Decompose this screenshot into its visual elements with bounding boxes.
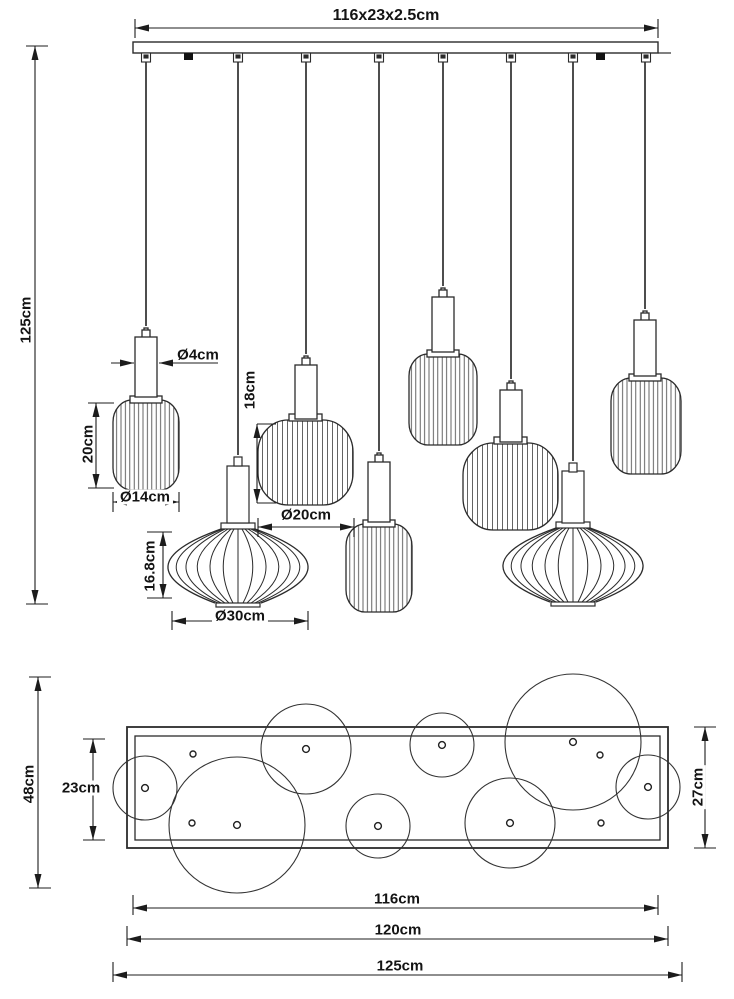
plan-shade-circles (112, 673, 681, 894)
label-shade-medium-diameter: Ø20cm (280, 506, 332, 524)
plan-cord-points (140, 737, 653, 831)
label-plan-inner-width: 116cm (374, 890, 420, 908)
label-plan-overall-depth: 48cm (20, 764, 38, 804)
plan-dimensions (29, 676, 716, 982)
pendant-lamp-4 (345, 452, 413, 613)
label-overall-drop: 125cm (17, 296, 35, 344)
pendant-lamp-5 (408, 287, 478, 446)
label-shade-small-height: 20cm (79, 424, 97, 464)
pendant-lamp-2 (167, 456, 309, 608)
label-socket-diameter: Ø4cm (177, 346, 219, 364)
label-bar-dimension: 116x23x2.5cm (332, 7, 440, 24)
label-shade-medium-height: 18cm (241, 370, 259, 410)
plan-inner-plate (134, 735, 661, 841)
label-plan-outer-depth: 27cm (690, 764, 707, 810)
pendant-lamp-3 (257, 355, 354, 506)
label-shade-small-diameter: Ø14cm (116, 489, 174, 505)
pendant-lamp-7 (502, 462, 644, 607)
elevation-dimensions (26, 19, 659, 630)
pendant-lamp-6 (462, 380, 559, 531)
pendant-lamp-8 (610, 310, 682, 475)
label-plan-inner-depth: 23cm (58, 780, 104, 796)
pendant-lamp-1 (112, 327, 180, 491)
label-plan-overall-width: 125cm (376, 957, 424, 975)
mounting-clips (184, 53, 605, 60)
label-shade-wide-diameter: Ø30cm (211, 608, 269, 624)
label-plan-outer-width: 120cm (374, 921, 422, 939)
plan-outer-plate (126, 726, 669, 849)
label-shade-wide-height: 16.8cm (141, 540, 159, 592)
plan-screw-points (188, 750, 605, 827)
cord-hangers (140, 52, 652, 63)
plan-view (29, 673, 716, 982)
suspension-cords (145, 62, 646, 461)
ceiling-bar (132, 41, 671, 54)
